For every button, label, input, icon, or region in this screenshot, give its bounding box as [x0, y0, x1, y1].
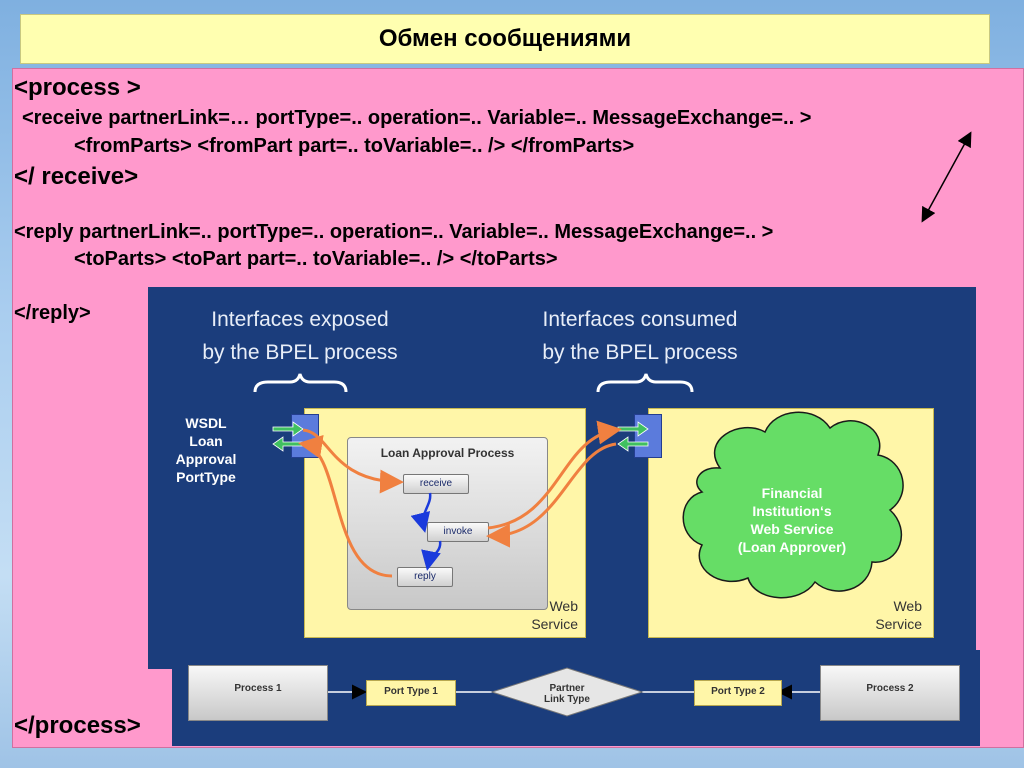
wsdl-line3: Approval [175, 451, 237, 467]
cloud-line2: Institution‘s [752, 503, 832, 519]
web-service-right-line1: Web [893, 598, 922, 614]
code-receive-open: <receive partnerLink=… portType=.. opera… [22, 107, 812, 129]
partner-link-line2: Link Type [544, 694, 590, 705]
port-type-1-box: Port Type 1 [366, 680, 456, 706]
web-service-left-line1: Web [549, 598, 578, 614]
port-icon-left [291, 414, 319, 458]
wsdl-line1: WSDL [185, 415, 227, 431]
port-type-2-box: Port Type 2 [694, 680, 782, 706]
heading-consumed: Interfaces consumed by the BPEL process [520, 303, 760, 369]
code-receive-close: </ receive> [14, 163, 139, 190]
code-reply-open: <reply partnerLink=.. portType=.. operat… [14, 221, 774, 243]
heading-consumed-line2: by the BPEL process [542, 341, 738, 364]
wsdl-label: WSDL Loan Approval PortType [158, 414, 254, 486]
slide-title: Обмен сообщениями [20, 14, 990, 64]
partner-link-line1: Partner [549, 683, 585, 694]
code-reply-close: </reply> [14, 302, 91, 324]
web-service-right-line2: Service [875, 616, 922, 632]
partner-link-type-label: Partner Link Type [522, 683, 612, 705]
heading-exposed: Interfaces exposed by the BPEL process [180, 303, 420, 369]
cloud-line1: Financial [761, 485, 823, 501]
cloud-line4: (Loan Approver) [737, 539, 847, 555]
wsdl-line2: Loan [189, 433, 223, 449]
process-title: Loan Approval Process [380, 446, 515, 460]
web-service-left-line2: Service [531, 616, 578, 632]
heading-consumed-line1: Interfaces consumed [542, 308, 738, 331]
step-invoke: invoke [427, 522, 489, 542]
code-to-parts: <toParts> <toPart part=.. toVariable=.. … [74, 248, 558, 270]
heading-exposed-line2: by the BPEL process [202, 341, 398, 364]
process-1-box: Process 1 [188, 665, 328, 721]
web-service-label-right: Web Service [864, 597, 922, 633]
step-reply: reply [397, 567, 453, 587]
heading-exposed-line1: Interfaces exposed [211, 308, 389, 331]
code-from-parts: <fromParts> <fromPart part=.. toVariable… [74, 135, 635, 157]
code-process-close: </process> [14, 712, 141, 739]
wsdl-line4: PortType [176, 469, 236, 485]
cloud-label: Financial Institution‘s Web Service (Loa… [712, 484, 872, 556]
port-icon-right [634, 414, 662, 458]
step-receive: receive [403, 474, 469, 494]
cloud-line3: Web Service [750, 521, 834, 537]
code-process-open: <process > [14, 74, 141, 101]
process-2-box: Process 2 [820, 665, 960, 721]
web-service-label-left: Web Service [520, 597, 578, 633]
